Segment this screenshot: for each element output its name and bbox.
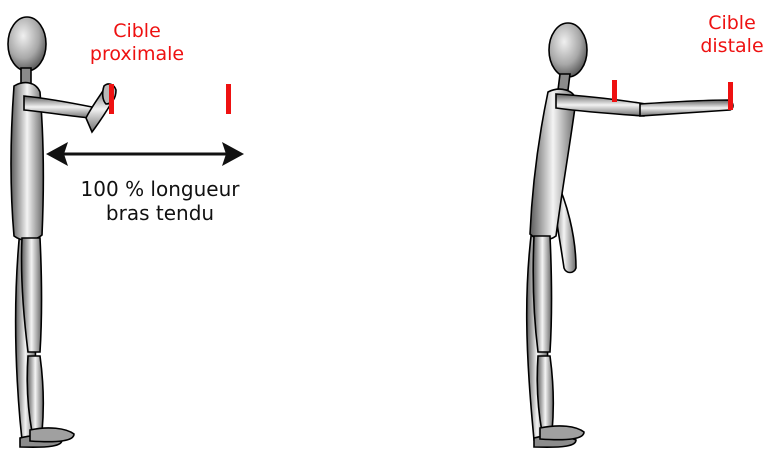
right-figure-forearm [640,100,733,116]
right-figure-front-foot [540,426,584,440]
right-figure-thigh [533,236,551,352]
arm-length-arrow [46,142,244,166]
right-figure-shin [537,356,553,432]
distal-target-label-line-2: distale [692,35,768,58]
distal-target-label-line-1: Cible [692,12,768,35]
left-figure-neck [21,68,31,84]
right-figure-head [549,23,587,77]
proximal-target-label: Cible proximale [82,20,192,66]
arm-length-label: 100 % longueur bras tendu [55,177,265,225]
reaching-figure [527,23,733,447]
left-figure-front-foot [30,428,74,442]
distal-target-label: Cible distale [692,12,768,58]
left-distal-target-marker [226,84,231,114]
arm-length-label-line-2: bras tendu [55,201,265,225]
right-figure-neck [558,74,570,90]
left-figure-shin [27,356,43,432]
standing-figure [8,17,116,447]
arm-length-label-line-1: 100 % longueur [55,177,265,201]
proximal-target-label-line-2: proximale [82,43,192,66]
left-figure-head [8,17,46,71]
right-distal-target-marker [728,82,733,110]
left-proximal-target-marker [109,84,114,114]
right-proximal-target-marker [612,80,617,102]
proximal-target-label-line-1: Cible [82,20,192,43]
